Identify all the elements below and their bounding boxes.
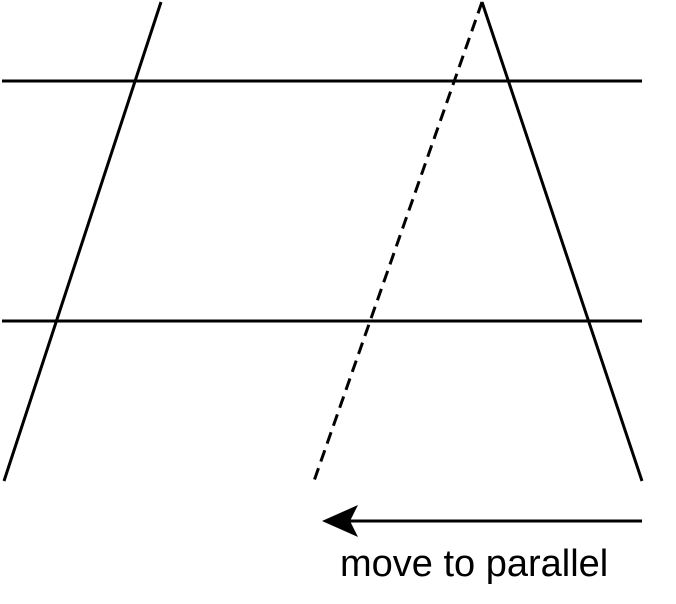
left-transversal-line (2, 1, 163, 482)
arrow-head (322, 505, 358, 537)
diagram-caption: move to parallel (340, 543, 608, 585)
right-transversal-line (480, 1, 644, 482)
dashed-moved-line (312, 1, 484, 482)
left-arrow-icon (322, 505, 642, 537)
